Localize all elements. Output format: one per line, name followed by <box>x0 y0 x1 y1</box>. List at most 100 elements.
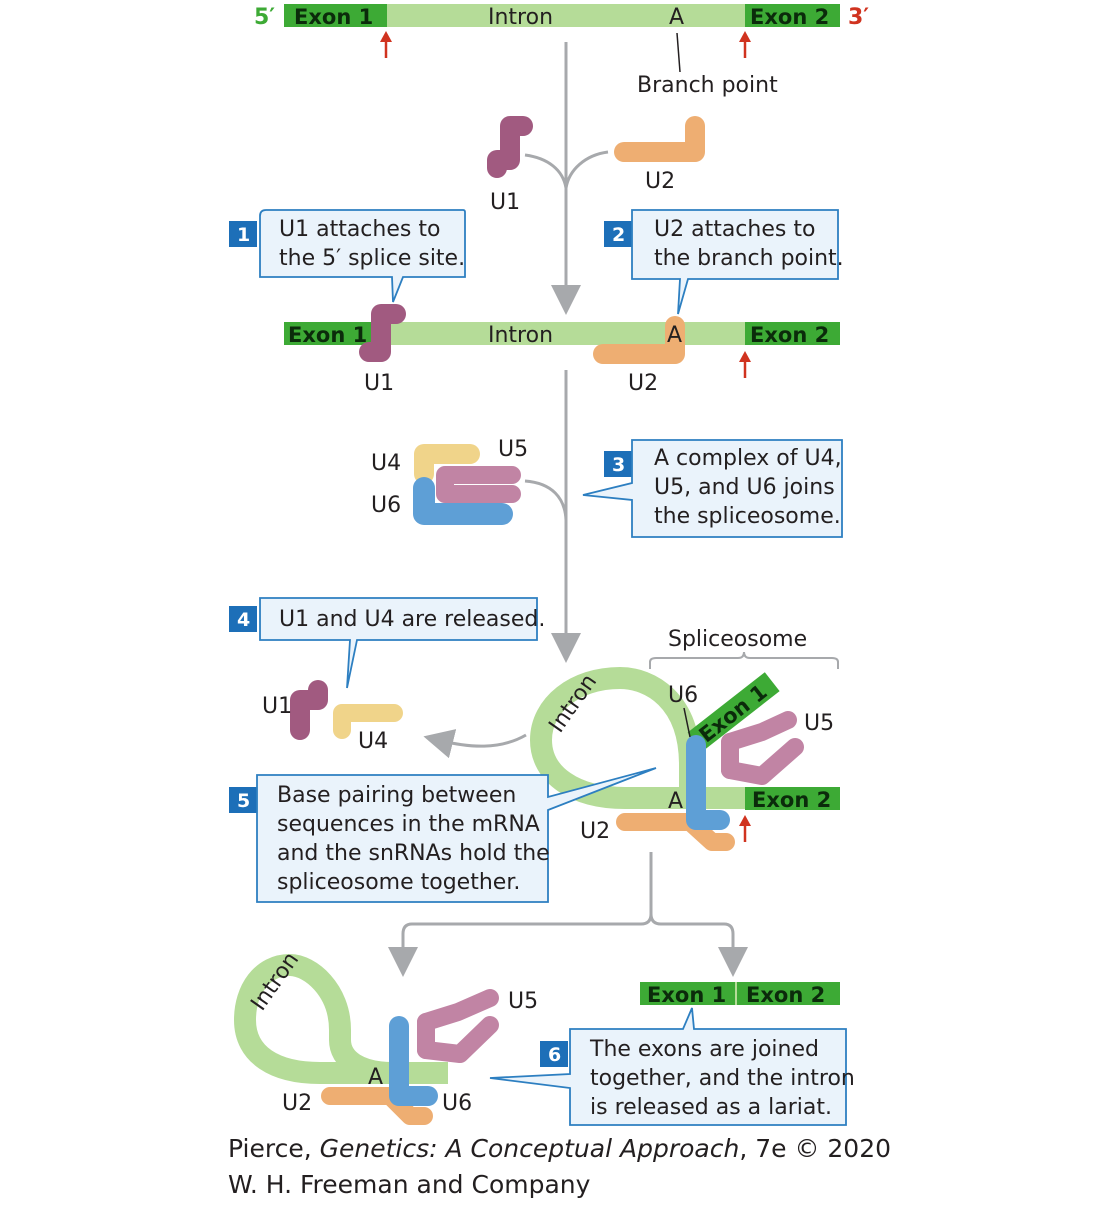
exon2-label: Exon 2 <box>750 323 829 347</box>
step-text-line: spliceosome together. <box>277 870 520 895</box>
pre-mrna-with-u1-u2: Exon 1 Intron Exon 2 U1 A U2 <box>284 304 840 396</box>
step-badge <box>229 221 257 247</box>
branch-point-label: Branch point <box>637 73 778 98</box>
step-text-line: The exons are joined <box>589 1037 819 1062</box>
exon1-label: Exon 1 <box>647 983 726 1007</box>
spliceosome-bracket <box>649 651 839 669</box>
branch-a-label: A <box>669 5 684 30</box>
u4-label: U4 <box>371 451 401 476</box>
exon1-label: Exon 1 <box>288 323 367 347</box>
step-text-line: U1 and U4 are released. <box>279 607 545 632</box>
step-2-callout: 2 U2 attaches to the branch point. <box>604 209 844 315</box>
exon2-block <box>745 4 840 27</box>
branch-point-leader <box>676 32 681 73</box>
u6-leader <box>683 707 691 738</box>
intron-label: Intron <box>488 323 553 348</box>
splice-site-arrow-icon <box>739 351 751 378</box>
u2-snrnp-shape <box>614 116 705 162</box>
u4-snrnp-shape <box>414 444 480 484</box>
splice-site-arrow-icon <box>739 815 751 842</box>
branch-arrows <box>649 913 748 977</box>
lariat-product: Intron A U5 U2 U6 <box>233 948 538 1125</box>
join-curve <box>524 153 568 189</box>
u5-snrnp-shape <box>721 711 804 785</box>
u1-snrnp-shape <box>487 116 533 178</box>
step-3-callout: 3 A complex of U4, U5, and U6 joins the … <box>582 439 843 538</box>
u5-snrnp-shape <box>417 989 499 1063</box>
join-curve <box>524 479 568 521</box>
five-prime-label: 5′ <box>254 5 275 30</box>
u2-snrnp-shape <box>616 813 735 851</box>
u2-label: U2 <box>282 1091 312 1116</box>
step-text-line: the spliceosome. <box>654 504 841 529</box>
branch-a-label: A <box>668 789 683 814</box>
u4-snrnp-shape <box>333 704 403 739</box>
splicing-diagram: 5′ Exon 1 Intron A Exon 2 3′ Branch poin… <box>229 4 869 1126</box>
u2-label: U2 <box>628 371 658 396</box>
step-number: 3 <box>612 454 625 476</box>
u5-label: U5 <box>498 437 528 462</box>
footer-credit: Pierce, Genetics: A Conceptual Approach,… <box>228 1134 891 1163</box>
step-number: 4 <box>237 609 250 631</box>
spliceosome-label: Spliceosome <box>668 627 807 652</box>
splice-site-arrow-icon <box>739 31 751 58</box>
step-text-line: U2 attaches to <box>654 217 815 242</box>
u2-snrnp-shape <box>593 316 685 364</box>
joined-exons: Exon 1 Exon 2 <box>640 982 840 1007</box>
step-badge <box>229 606 257 632</box>
step-number: 6 <box>548 1044 561 1066</box>
three-prime-label: 3′ <box>848 5 869 30</box>
u1-snrnp-shape <box>359 304 406 362</box>
u5-snrnp-shape <box>436 466 521 503</box>
pre-mrna-top: 5′ Exon 1 Intron A Exon 2 3′ Branch poin… <box>254 4 869 98</box>
step-number: 1 <box>237 224 250 246</box>
step-text-line: the branch point. <box>654 246 844 271</box>
u5-label: U5 <box>804 711 834 736</box>
exon1-block <box>284 4 387 27</box>
step-text-line: U1 attaches to <box>279 217 440 242</box>
step-text-line: together, and the intron <box>590 1066 855 1091</box>
u4-u5-u6-complex: U4 U5 U6 <box>371 437 528 525</box>
step-badge <box>604 451 632 477</box>
step-badge <box>604 221 632 247</box>
step-text-line: is released as a lariat. <box>590 1095 832 1120</box>
spliceosome-assembly: Intron Exon 2 Exon 1 A U6 U5 U2 <box>529 666 840 851</box>
intron-label: Intron <box>488 5 553 30</box>
u1-label: U1 <box>490 190 520 215</box>
footer-book-title: Genetics: A Conceptual Approach <box>319 1134 740 1163</box>
step-5-callout: 5 Base pairing between sequences in the … <box>229 767 657 903</box>
exon1-label: Exon 1 <box>294 5 373 29</box>
step-text-line: Base pairing between <box>277 783 516 808</box>
u1-snrnp-shape <box>290 680 328 740</box>
step-4-callout: 4 U1 and U4 are released. <box>229 597 545 689</box>
intron-lariat <box>233 953 448 1084</box>
u4-label: U4 <box>358 729 388 754</box>
join-curve <box>564 150 609 189</box>
footer-publisher: W. H. Freeman and Company <box>228 1170 591 1199</box>
u6-label: U6 <box>442 1091 472 1116</box>
step-text-line: sequences in the mRNA <box>277 812 540 837</box>
footer-edition: , 7e © 2020 <box>739 1134 892 1163</box>
step-text-line: U5, and U6 joins <box>654 475 835 500</box>
step-text-line: the 5′ splice site. <box>279 246 465 271</box>
step-badge <box>229 787 257 813</box>
step-6-callout: 6 The exons are joined together, and the… <box>489 1007 855 1126</box>
step-badge <box>540 1041 568 1067</box>
exon2-label: Exon 2 <box>752 788 831 812</box>
step-text-line: and the snRNAs hold the <box>277 841 550 866</box>
u2-label: U2 <box>580 819 610 844</box>
u6-label: U6 <box>371 493 401 518</box>
u1-label: U1 <box>262 694 292 719</box>
step-text-line: A complex of U4, <box>654 446 842 471</box>
exon2-label: Exon 2 <box>746 983 825 1007</box>
branch-a-label: A <box>368 1065 383 1090</box>
u2-label: U2 <box>645 169 675 194</box>
step-number: 2 <box>612 224 625 246</box>
intron-lariat <box>529 666 840 809</box>
exon1-block <box>687 672 780 752</box>
exon2-label: Exon 2 <box>750 5 829 29</box>
u6-snrnp-shape <box>686 735 730 830</box>
u6-label: U6 <box>668 683 698 708</box>
u6-snrnp-shape <box>413 477 513 525</box>
u6-snrnp-shape <box>389 1016 438 1106</box>
